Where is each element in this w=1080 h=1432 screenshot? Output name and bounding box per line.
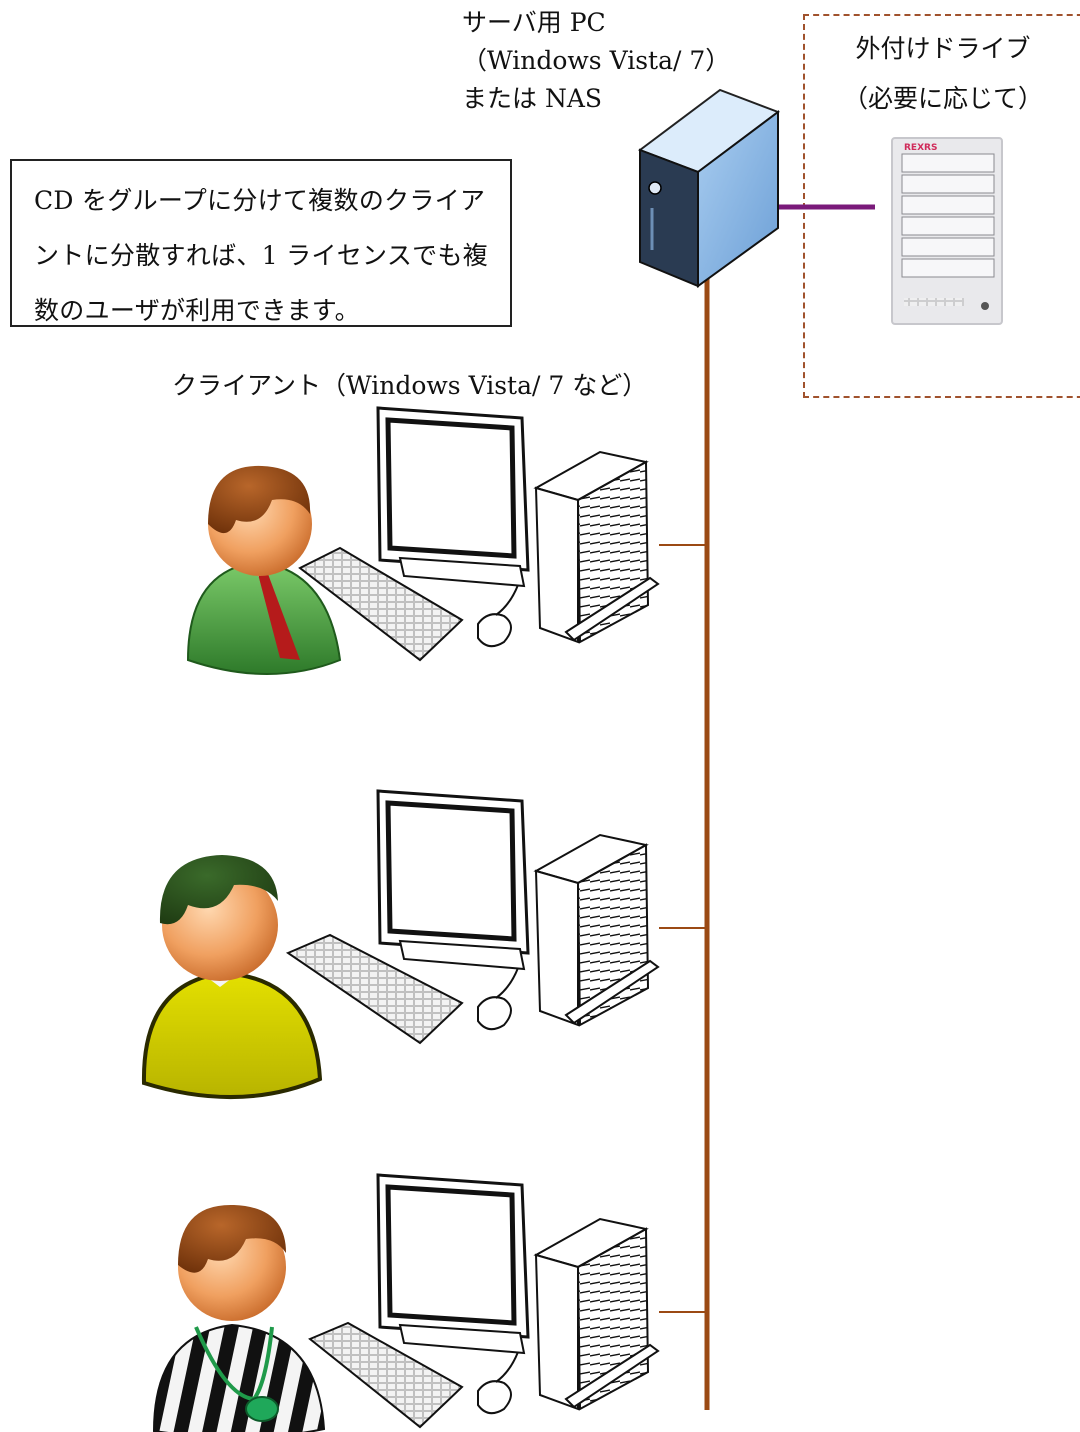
keyboard-icon [298,546,464,662]
client-label: クライアント（Windows Vista/ 7 など） [172,371,648,400]
referee-user-icon [152,1204,326,1432]
drive-brand-label: REXRS [904,143,937,153]
client-workstation-1 [186,406,660,675]
keyboard-icon [285,933,464,1045]
server-label-line-1: サーバ用 PC [462,8,606,37]
client-workstation-3 [152,1173,660,1432]
server-label-line-2: （Windows Vista/ 7） [462,46,731,75]
client-workstation-2 [141,789,660,1099]
business-user-icon [186,465,342,675]
server-tower-icon [637,88,781,288]
pc-tower-icon [533,833,660,1027]
mouse-icon [477,1380,512,1415]
monitor-icon [376,1173,530,1355]
server-label-line-3: または NAS [462,84,603,113]
external-drive-label-line-1: 外付けドライブ [855,34,1031,63]
mouse-icon [477,613,512,648]
note-box: CD をグループに分けて複数のクライア ントに分散すれば、1 ライセンスでも複 … [10,159,512,327]
external-drive-label-line-2: （必要に応じて） [842,84,1043,113]
monitor-icon [376,789,530,971]
note-line-3: 数のユーザが利用できます。 [34,296,360,325]
server-label: サーバ用 PC （Windows Vista/ 7） または NAS [462,4,730,118]
casual-user-icon [141,855,323,1099]
pc-tower-icon [533,450,660,644]
note-line-1: CD をグループに分けて複数のクライア [34,186,486,215]
pc-tower-icon [533,1217,660,1411]
monitor-icon [376,406,530,588]
mouse-icon [477,996,512,1031]
external-drive-icon: REXRS [891,137,1003,325]
keyboard-icon [308,1321,464,1429]
note-line-2: ントに分散すれば、1 ライセンスでも複 [34,241,489,270]
external-drive-label: 外付けドライブ （必要に応じて） [806,30,1080,118]
